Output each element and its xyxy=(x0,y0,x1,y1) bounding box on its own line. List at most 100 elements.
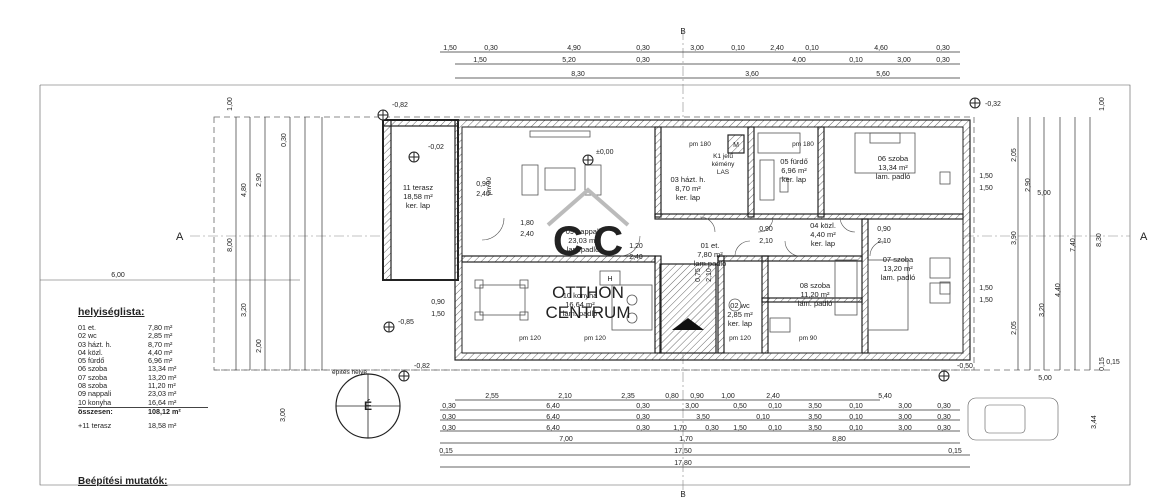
section-a-left: A xyxy=(176,231,184,243)
room-03-floor: ker. lap xyxy=(676,193,700,202)
furniture xyxy=(474,130,951,333)
svg-text:0,80: 0,80 xyxy=(665,393,679,400)
dimension-lines xyxy=(235,51,1091,468)
svg-text:1,50: 1,50 xyxy=(979,285,993,292)
section-b-bottom: B xyxy=(680,490,685,499)
svg-text:3,00: 3,00 xyxy=(898,403,912,410)
svg-text:1,70: 1,70 xyxy=(679,436,693,443)
svg-text:0,30: 0,30 xyxy=(636,57,650,64)
room-07-floor: lam. padló xyxy=(881,273,916,282)
svg-text:8,80: 8,80 xyxy=(832,436,846,443)
svg-text:1,20: 1,20 xyxy=(629,243,643,250)
room-05-area: 6,96 m² xyxy=(781,166,807,175)
svg-text:6,40: 6,40 xyxy=(546,403,560,410)
svg-text:8,30: 8,30 xyxy=(571,71,585,78)
svg-text:C: C xyxy=(553,217,583,264)
svg-text:2,40: 2,40 xyxy=(629,254,643,261)
svg-text:17,80: 17,80 xyxy=(674,460,692,467)
svg-text:1,50: 1,50 xyxy=(473,57,487,64)
svg-text:0,50: 0,50 xyxy=(733,403,747,410)
svg-text:0,10: 0,10 xyxy=(731,45,745,52)
lot-boundary xyxy=(39,84,1131,486)
svg-text:0,30: 0,30 xyxy=(936,45,950,52)
svg-text:5,60: 5,60 xyxy=(876,71,890,78)
svg-text:1,00: 1,00 xyxy=(721,393,735,400)
svg-text:0,90: 0,90 xyxy=(431,299,445,306)
room-04-name: 04 közl. xyxy=(810,221,836,230)
level-se: -0,50 xyxy=(957,363,973,370)
svg-text:1,80: 1,80 xyxy=(520,220,534,227)
door-swings xyxy=(481,216,886,257)
room-11-name: 11 terasz xyxy=(403,183,434,192)
svg-text:0,10: 0,10 xyxy=(768,425,782,432)
lot-width: 6,00 xyxy=(111,272,125,279)
room-02-floor: ker. lap xyxy=(728,319,752,328)
parapet-180a: pm 180 xyxy=(689,141,711,148)
svg-text:3,50: 3,50 xyxy=(808,414,822,421)
svg-text:2,10: 2,10 xyxy=(558,393,572,400)
section-b-top: B xyxy=(680,27,685,36)
svg-text:3,20: 3,20 xyxy=(1039,303,1046,317)
watermark-line1: OTTHON xyxy=(552,283,624,302)
legend-total: összesen:108,12 m² xyxy=(78,406,208,416)
svg-text:3,00: 3,00 xyxy=(898,425,912,432)
meter-symbol: M xyxy=(733,142,739,149)
svg-text:3,60: 3,60 xyxy=(745,71,759,78)
svg-text:0,10: 0,10 xyxy=(849,403,863,410)
car-outline xyxy=(967,397,1059,441)
svg-text:0,10: 0,10 xyxy=(805,45,819,52)
room-04-floor: ker. lap xyxy=(811,239,835,248)
svg-text:3,00: 3,00 xyxy=(685,403,699,410)
svg-text:8,00: 8,00 xyxy=(227,238,234,252)
parapet-120a: pm 120 xyxy=(519,335,541,342)
svg-text:8,30: 8,30 xyxy=(1096,233,1103,247)
svg-text:3,20: 3,20 xyxy=(241,303,248,317)
room-03-name: 03 házt. h. xyxy=(670,175,705,184)
svg-text:3,90: 3,90 xyxy=(1011,231,1018,245)
level-s: -0,82 xyxy=(414,363,430,370)
svg-text:0,10: 0,10 xyxy=(849,414,863,421)
svg-text:C: C xyxy=(593,217,623,264)
room-08-name: 08 szoba xyxy=(800,281,831,290)
svg-text:2,40: 2,40 xyxy=(770,45,784,52)
room-09-area: 23,03 m² xyxy=(568,236,598,245)
svg-text:1,50: 1,50 xyxy=(979,173,993,180)
parapet-120b: pm 120 xyxy=(584,335,606,342)
room-08-area: 11,20 m² xyxy=(800,290,830,299)
dimension-text: 1,50 0,30 4,90 0,30 3,00 0,10 2,40 0,10 … xyxy=(227,45,1120,467)
svg-text:5,00: 5,00 xyxy=(1038,375,1052,382)
svg-text:2,10: 2,10 xyxy=(759,238,773,245)
building-indicators-title: Beépítési mutatók: xyxy=(78,476,168,487)
svg-text:4,90: 4,90 xyxy=(567,45,581,52)
svg-text:2,55: 2,55 xyxy=(485,393,499,400)
svg-text:3,00: 3,00 xyxy=(280,408,287,422)
north-arrow xyxy=(335,373,401,439)
svg-text:0,30: 0,30 xyxy=(636,425,650,432)
svg-text:3,50: 3,50 xyxy=(808,425,822,432)
svg-text:2,40: 2,40 xyxy=(476,191,490,198)
svg-text:4,60: 4,60 xyxy=(874,45,888,52)
room-01-floor: lam.padló xyxy=(694,259,727,268)
svg-text:3,44: 3,44 xyxy=(1091,415,1098,429)
svg-text:0,15: 0,15 xyxy=(948,448,962,455)
svg-text:0,30: 0,30 xyxy=(705,425,719,432)
svg-text:3,00: 3,00 xyxy=(690,45,704,52)
room-11-area: 18,58 m² xyxy=(403,192,433,201)
room-06-area: 13,34 m² xyxy=(878,163,908,172)
svg-text:1,50: 1,50 xyxy=(733,425,747,432)
terrace-outline xyxy=(382,119,459,281)
svg-text:1,70: 1,70 xyxy=(673,425,687,432)
building-line-label: építés helye xyxy=(332,369,367,376)
svg-text:0,30: 0,30 xyxy=(281,133,288,147)
svg-text:0,75: 0,75 xyxy=(695,268,702,282)
parapet-90b: pm 90 xyxy=(799,335,817,342)
chimney-word: kémény xyxy=(712,161,736,168)
svg-text:0,15: 0,15 xyxy=(439,448,453,455)
room-11-floor: ker. lap xyxy=(406,201,430,210)
svg-text:7,40: 7,40 xyxy=(1070,238,1077,252)
room-01-name: 01 et. xyxy=(701,241,720,250)
chimney-code: LAS xyxy=(717,169,730,176)
